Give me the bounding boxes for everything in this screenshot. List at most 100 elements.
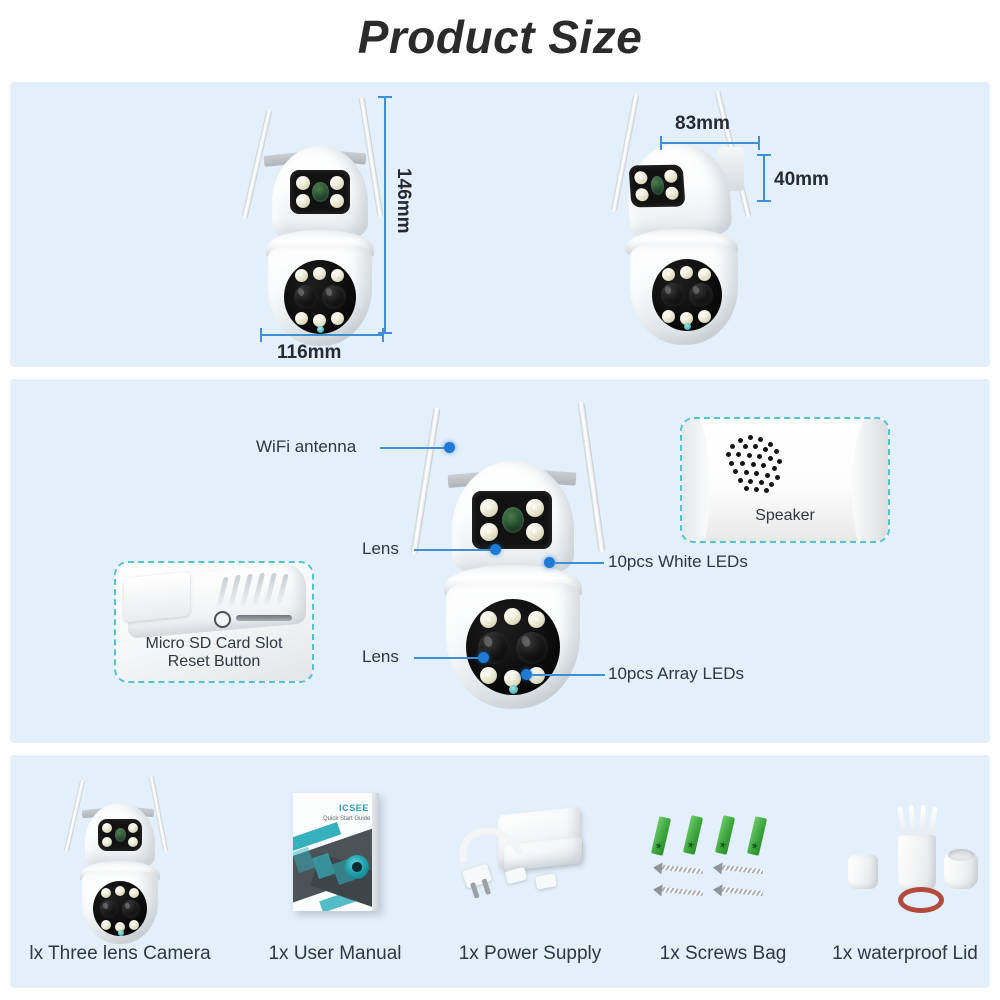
callout-dot-lens-top (490, 544, 501, 555)
led-icon (698, 310, 711, 323)
led-icon (504, 608, 521, 625)
callout-label-wifi-antenna: WiFi antenna (256, 437, 357, 456)
package-item-camera: lx Three lens Camera (20, 765, 220, 975)
package-item-manual: ICSEE Quick Start Guide 1x User Manual (235, 765, 435, 975)
led-icon (526, 499, 544, 517)
port-cover-flap (124, 571, 190, 623)
led-icon (480, 667, 497, 684)
led-icon (665, 186, 680, 200)
camera-angled-view (610, 87, 800, 352)
bottom-lens-left-icon (294, 285, 318, 309)
package-item-screws: 1x Screws Bag (623, 765, 823, 975)
callout-label-lens-bottom: Lens (362, 647, 399, 666)
bottom-lens-dome (93, 881, 147, 936)
screw-head (712, 883, 723, 897)
screw-head (652, 861, 663, 875)
sd-card-inset-caption-line1: Micro SD Card Slot (145, 635, 283, 652)
depth-width-dimension-line (660, 136, 760, 150)
callout-dot-array-leds (521, 669, 532, 680)
callout-line-array-leds (531, 674, 605, 676)
top-lens-plate (472, 491, 552, 549)
led-icon (295, 312, 308, 325)
reset-button-icon[interactable] (214, 611, 231, 628)
led-icon (528, 611, 545, 628)
wall-anchor-icon (650, 816, 672, 856)
top-lens-plate (98, 819, 142, 851)
wall-anchor-icon (746, 816, 768, 856)
led-icon (330, 176, 344, 190)
manual-brand-label: ICSEE (339, 803, 370, 813)
screw-head (712, 861, 723, 875)
sd-card-inset-caption-line2: Reset Button (167, 653, 261, 670)
led-icon (102, 823, 112, 833)
top-lens-icon (650, 175, 665, 196)
micro-sd-slot-icon[interactable] (236, 615, 292, 621)
callout-label-array-leds: 10pcs Array LEDs (608, 664, 745, 683)
depth-dimension-line (757, 154, 771, 202)
rubber-ring-icon (898, 887, 944, 913)
led-icon (698, 268, 711, 281)
dimensions-panel: 146mm 116mm (10, 82, 990, 367)
depth-width-dimension-label: 83mm (675, 113, 730, 134)
bottom-lens-dome (284, 260, 356, 334)
led-icon (313, 267, 326, 280)
led-icon (313, 314, 326, 327)
led-icon (296, 194, 310, 208)
package-item-power-supply: 1x Power Supply (430, 765, 630, 975)
wall-anchor-icon (714, 815, 736, 855)
package-item-camera-label: lx Three lens Camera (29, 943, 211, 964)
callout-line-wifi-antenna (380, 447, 448, 449)
package-item-screws-label: 1x Screws Bag (659, 943, 787, 964)
led-icon (296, 176, 310, 190)
package-item-waterproof-lid-label: 1x waterproof Lid (832, 943, 978, 964)
light-sensor-icon (509, 685, 518, 694)
led-icon (635, 188, 650, 202)
speaker-surface (682, 419, 888, 541)
screw-icon (660, 886, 704, 897)
antenna-right-icon (577, 401, 606, 553)
led-icon (330, 194, 344, 208)
bottom-lens-dome (652, 259, 722, 331)
speaker-edge-right (852, 419, 888, 541)
top-lens-icon (502, 507, 524, 533)
package-panel: lx Three lens Camera ICSEE Quick Start G… (10, 755, 990, 988)
screw-icon (720, 864, 764, 875)
bottom-lens-right-icon (516, 632, 548, 664)
speaker-edge-left (682, 419, 710, 541)
width-dimension-line (260, 328, 384, 342)
light-sensor-icon (684, 323, 691, 330)
led-icon (129, 888, 139, 898)
led-icon (115, 886, 125, 896)
callout-line-lens-bottom (414, 657, 482, 659)
power-adapter-icon (448, 805, 612, 915)
led-icon (680, 312, 693, 325)
callout-dot-wifi-antenna (444, 442, 455, 453)
led-icon (129, 920, 139, 930)
user-manual-cover: ICSEE Quick Start Guide (293, 793, 379, 911)
screws-bag-icon (650, 813, 801, 913)
wall-anchor-icon (682, 815, 704, 855)
height-dimension-line (378, 96, 392, 334)
led-icon (331, 269, 344, 282)
speaker-inset-caption: Speaker (755, 507, 815, 524)
sd-card-surface (116, 563, 312, 681)
antenna-left-icon (410, 407, 441, 555)
manual-lens-icon (345, 855, 369, 879)
height-dimension-label: 146mm (393, 168, 414, 234)
led-icon (480, 611, 497, 628)
lid-main-body (898, 835, 936, 891)
bottom-lens-dome (466, 599, 560, 695)
led-icon (480, 499, 498, 517)
top-lens-icon (115, 828, 126, 842)
lid-collar-opening (948, 849, 974, 861)
led-icon (633, 171, 648, 185)
lid-small-cap (848, 855, 878, 889)
led-icon (331, 312, 344, 325)
bottom-lens-right-icon (122, 900, 140, 918)
camera-front-view (241, 90, 410, 350)
callout-line-lens-top (414, 549, 494, 551)
screw-head (652, 883, 663, 897)
speaker-inset: Speaker (680, 417, 890, 543)
features-panel: WiFi antenna Lens Lens 10pcs White LEDs … (10, 379, 990, 743)
